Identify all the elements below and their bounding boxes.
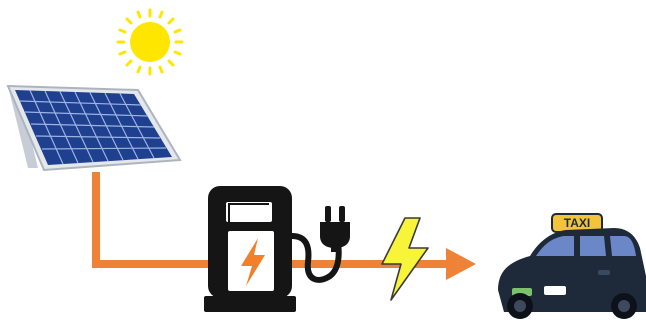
sun-icon (118, 10, 182, 74)
lightning-icon (382, 218, 428, 300)
plug-icon (320, 206, 350, 252)
taxi-icon: TAXI (498, 214, 646, 319)
arrow-icon (446, 248, 476, 280)
solar-panel-icon (8, 86, 180, 170)
taxi-sign-text: TAXI (564, 216, 590, 230)
charging-station-icon (204, 186, 339, 312)
